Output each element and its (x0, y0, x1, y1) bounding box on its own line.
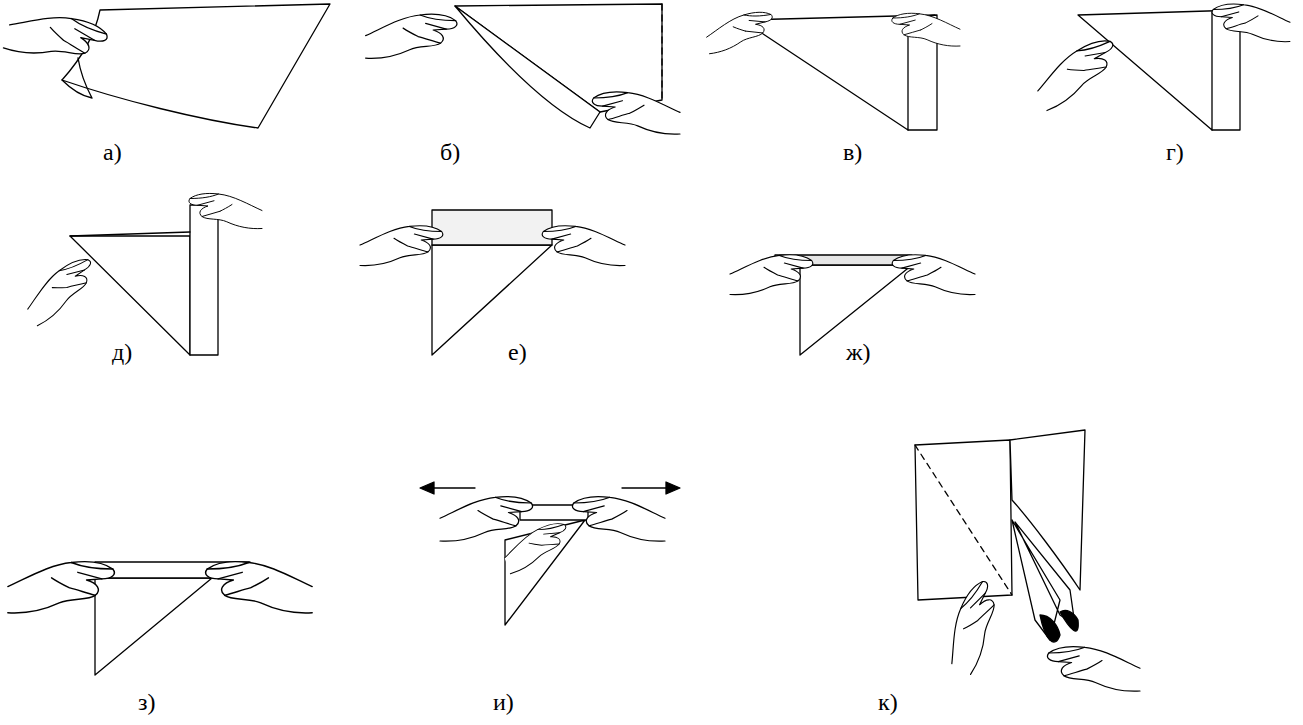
step-a-figure (3, 3, 330, 128)
step-label: ж) (846, 340, 871, 364)
step-c-figure (704, 10, 960, 130)
step-label: д) (112, 340, 132, 364)
step-d-figure (1029, 4, 1290, 130)
step-label: и) (493, 690, 514, 714)
step-h-figure (8, 562, 312, 675)
step-label: к) (878, 690, 898, 714)
step-label: г) (1166, 140, 1184, 164)
step-e-figure (19, 193, 262, 355)
step-f-figure (360, 210, 625, 355)
step-b-figure (366, 4, 680, 134)
step-i-figure (420, 482, 680, 625)
step-label: б) (440, 140, 460, 164)
step-label: е) (508, 340, 527, 364)
step-label: з) (138, 690, 155, 714)
step-label: а) (103, 140, 122, 164)
step-k-figure (915, 430, 1140, 691)
step-label: в) (843, 140, 862, 164)
